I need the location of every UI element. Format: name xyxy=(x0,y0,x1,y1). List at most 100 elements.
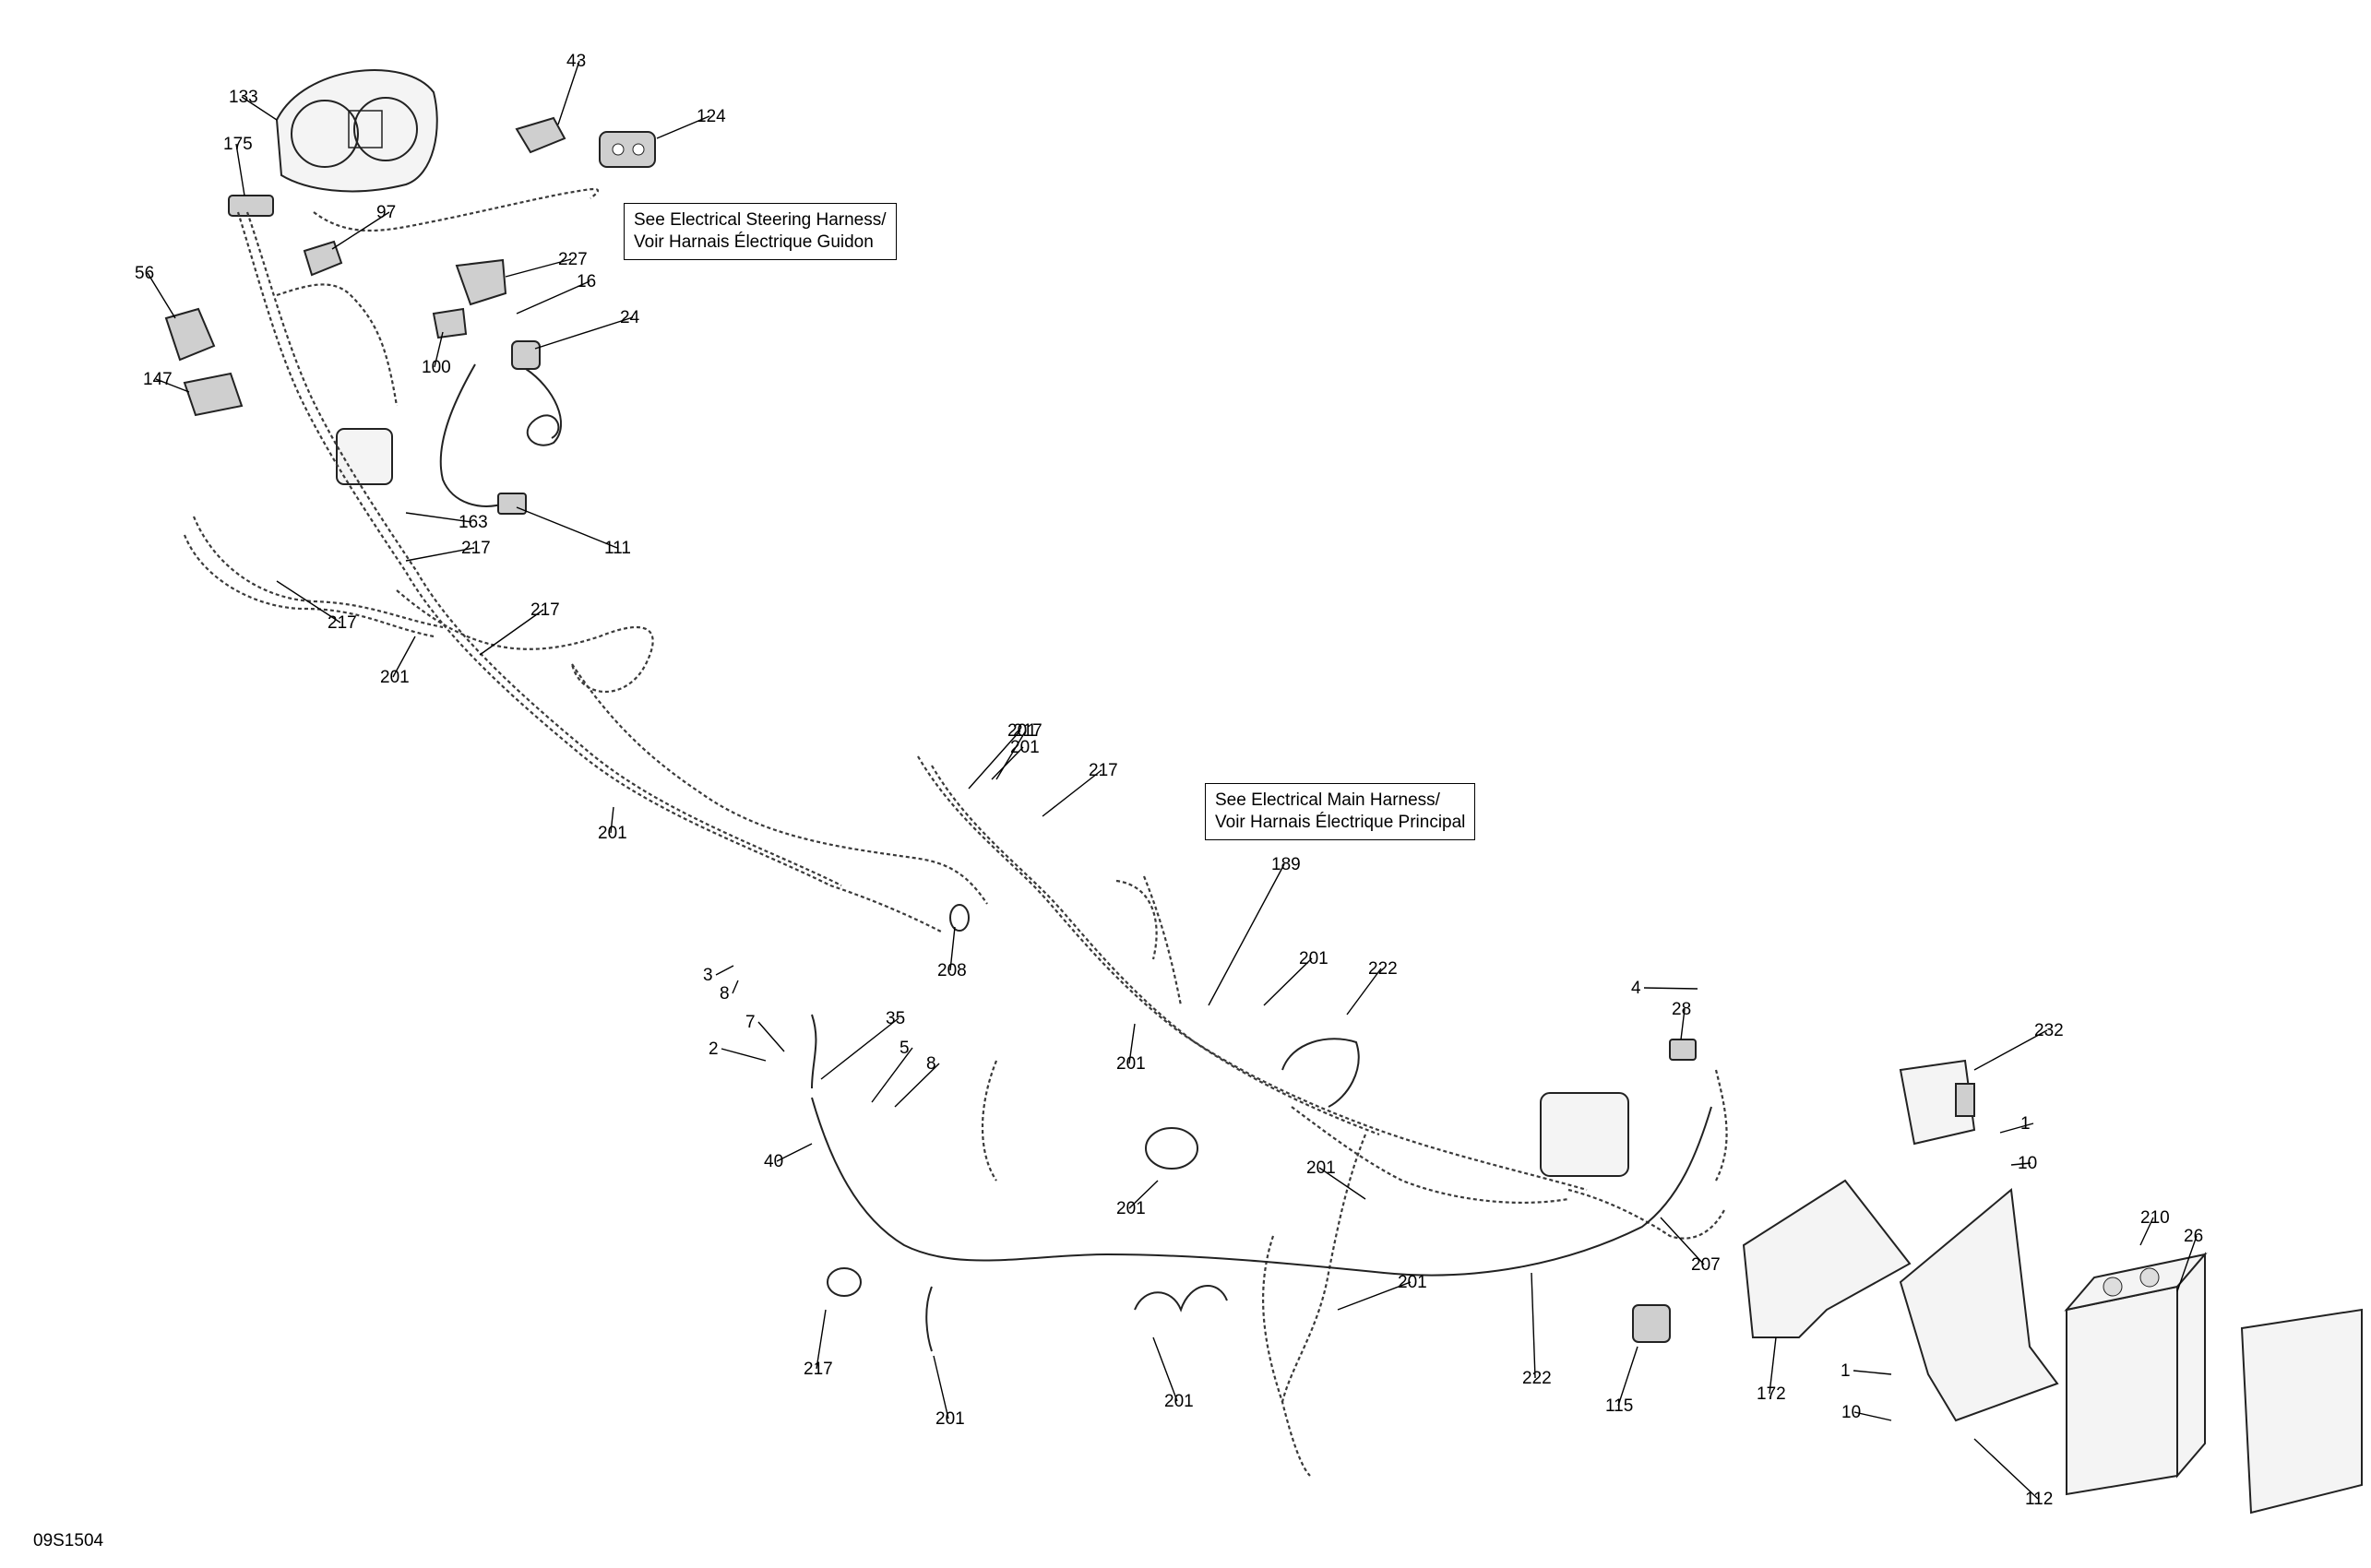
leader-line-175 xyxy=(235,143,245,196)
leader-line-2 xyxy=(721,1048,767,1062)
leader-line-3 xyxy=(715,965,734,976)
connector-28-part xyxy=(1669,1039,1697,1061)
leader-line-217 xyxy=(405,547,475,562)
leader-line-217 xyxy=(1042,769,1102,817)
leader-line-112 xyxy=(1973,1438,2039,1500)
fuse-box-part xyxy=(1540,1092,1629,1177)
leader-line-133 xyxy=(241,96,278,121)
callout-201: 201 xyxy=(1116,1199,1146,1218)
callout-201: 201 xyxy=(1398,1273,1427,1292)
callout-28: 28 xyxy=(1672,1000,1691,1019)
leader-line-1 xyxy=(1999,1123,2034,1134)
callout-111: 111 xyxy=(604,539,631,558)
callout-5: 5 xyxy=(900,1039,910,1058)
callout-3: 3 xyxy=(703,966,713,985)
module-232-part xyxy=(1899,1059,1976,1146)
callout-26: 26 xyxy=(2184,1227,2203,1246)
callout-189: 189 xyxy=(1271,855,1301,874)
callout-133: 133 xyxy=(229,88,258,107)
callout-147: 147 xyxy=(143,370,173,389)
callout-217: 217 xyxy=(1013,721,1043,741)
callout-7: 7 xyxy=(745,1013,756,1032)
callout-217: 217 xyxy=(804,1360,833,1379)
note-steering-line1: See Electrical Steering Harness/ xyxy=(634,210,887,230)
callout-100: 100 xyxy=(422,358,451,377)
note-main-line1: See Electrical Main Harness/ xyxy=(1215,790,1440,810)
leader-line-217 xyxy=(479,609,544,656)
clamp-208-part xyxy=(949,904,970,932)
callout-115: 115 xyxy=(1605,1396,1633,1416)
relay-56-part xyxy=(164,307,216,362)
module-97-part xyxy=(303,240,343,277)
leader-line-5 xyxy=(871,1047,913,1103)
leader-line-217 xyxy=(816,1309,827,1370)
connector-147-part xyxy=(183,372,244,417)
leader-line-1 xyxy=(1853,1370,1892,1375)
clamp-222-part xyxy=(1281,1038,1360,1108)
callout-201: 201 xyxy=(1007,721,1037,741)
leader-line-201 xyxy=(392,636,416,678)
clamp-201-lower2-part xyxy=(925,1286,933,1352)
leader-line-28 xyxy=(1680,1008,1686,1040)
callout-201: 201 xyxy=(598,824,627,843)
callout-1: 1 xyxy=(1841,1361,1851,1381)
callout-43: 43 xyxy=(566,52,586,71)
reference-code: 09S1504 xyxy=(33,1531,104,1550)
callout-10: 10 xyxy=(1841,1403,1861,1422)
leader-line-172 xyxy=(1769,1336,1777,1395)
callout-10: 10 xyxy=(2018,1154,2037,1173)
callout-1: 1 xyxy=(2020,1114,2031,1134)
leader-line-115 xyxy=(1617,1346,1638,1407)
callout-112: 112 xyxy=(2025,1490,2053,1509)
leader-line-24 xyxy=(534,316,634,350)
leader-line-10 xyxy=(1853,1411,1892,1421)
callout-217: 217 xyxy=(1089,761,1118,780)
callout-208: 208 xyxy=(937,961,967,980)
coil-cord-24-part xyxy=(511,340,563,446)
leader-line-111 xyxy=(516,506,618,549)
leader-line-189 xyxy=(1208,863,1285,1006)
callout-232: 232 xyxy=(2034,1021,2064,1040)
leader-line-201 xyxy=(968,730,1021,790)
callout-8: 8 xyxy=(720,984,730,1004)
callout-2: 2 xyxy=(709,1039,719,1059)
connector-175-part xyxy=(228,195,274,217)
callout-201: 201 xyxy=(1164,1392,1194,1411)
leader-line-201 xyxy=(933,1355,949,1420)
switch-124-part xyxy=(599,131,656,168)
bracket-172-part xyxy=(1742,1179,1912,1338)
clamp-217-lower-part xyxy=(827,1267,862,1297)
leader-line-227 xyxy=(505,258,572,278)
module-block-part xyxy=(336,428,393,485)
leader-line-26 xyxy=(2176,1235,2198,1292)
leader-line-201 xyxy=(1128,1180,1159,1209)
leader-line-147 xyxy=(155,378,190,393)
leader-line-8 xyxy=(894,1063,940,1108)
wire-111-part xyxy=(439,363,508,507)
leader-line-43 xyxy=(557,60,580,125)
leader-line-201 xyxy=(1337,1281,1412,1311)
callout-24: 24 xyxy=(620,308,640,327)
leader-line-222 xyxy=(1346,968,1382,1016)
leader-line-217 xyxy=(995,730,1027,780)
callout-217: 217 xyxy=(461,539,491,558)
callout-124: 124 xyxy=(697,107,726,126)
switch-43-part xyxy=(515,116,566,154)
callout-40: 40 xyxy=(764,1152,783,1171)
note-steering-line2: Voir Harnais Électrique Guidon xyxy=(634,232,874,252)
callout-222: 222 xyxy=(1368,959,1398,979)
clamp-201-lower-part xyxy=(1145,1127,1198,1170)
leader-line-201 xyxy=(1128,1023,1136,1064)
leader-line-201 xyxy=(1263,957,1313,1006)
callout-201: 201 xyxy=(380,668,410,687)
sensor-100-part xyxy=(432,307,468,339)
callout-16: 16 xyxy=(577,272,596,291)
callout-175: 175 xyxy=(223,135,253,154)
callout-201: 201 xyxy=(1010,738,1040,757)
callout-8: 8 xyxy=(926,1054,936,1074)
callout-35: 35 xyxy=(886,1009,905,1028)
leader-line-4 xyxy=(1643,987,1698,990)
leader-line-97 xyxy=(331,211,390,250)
leader-line-163 xyxy=(405,512,472,523)
